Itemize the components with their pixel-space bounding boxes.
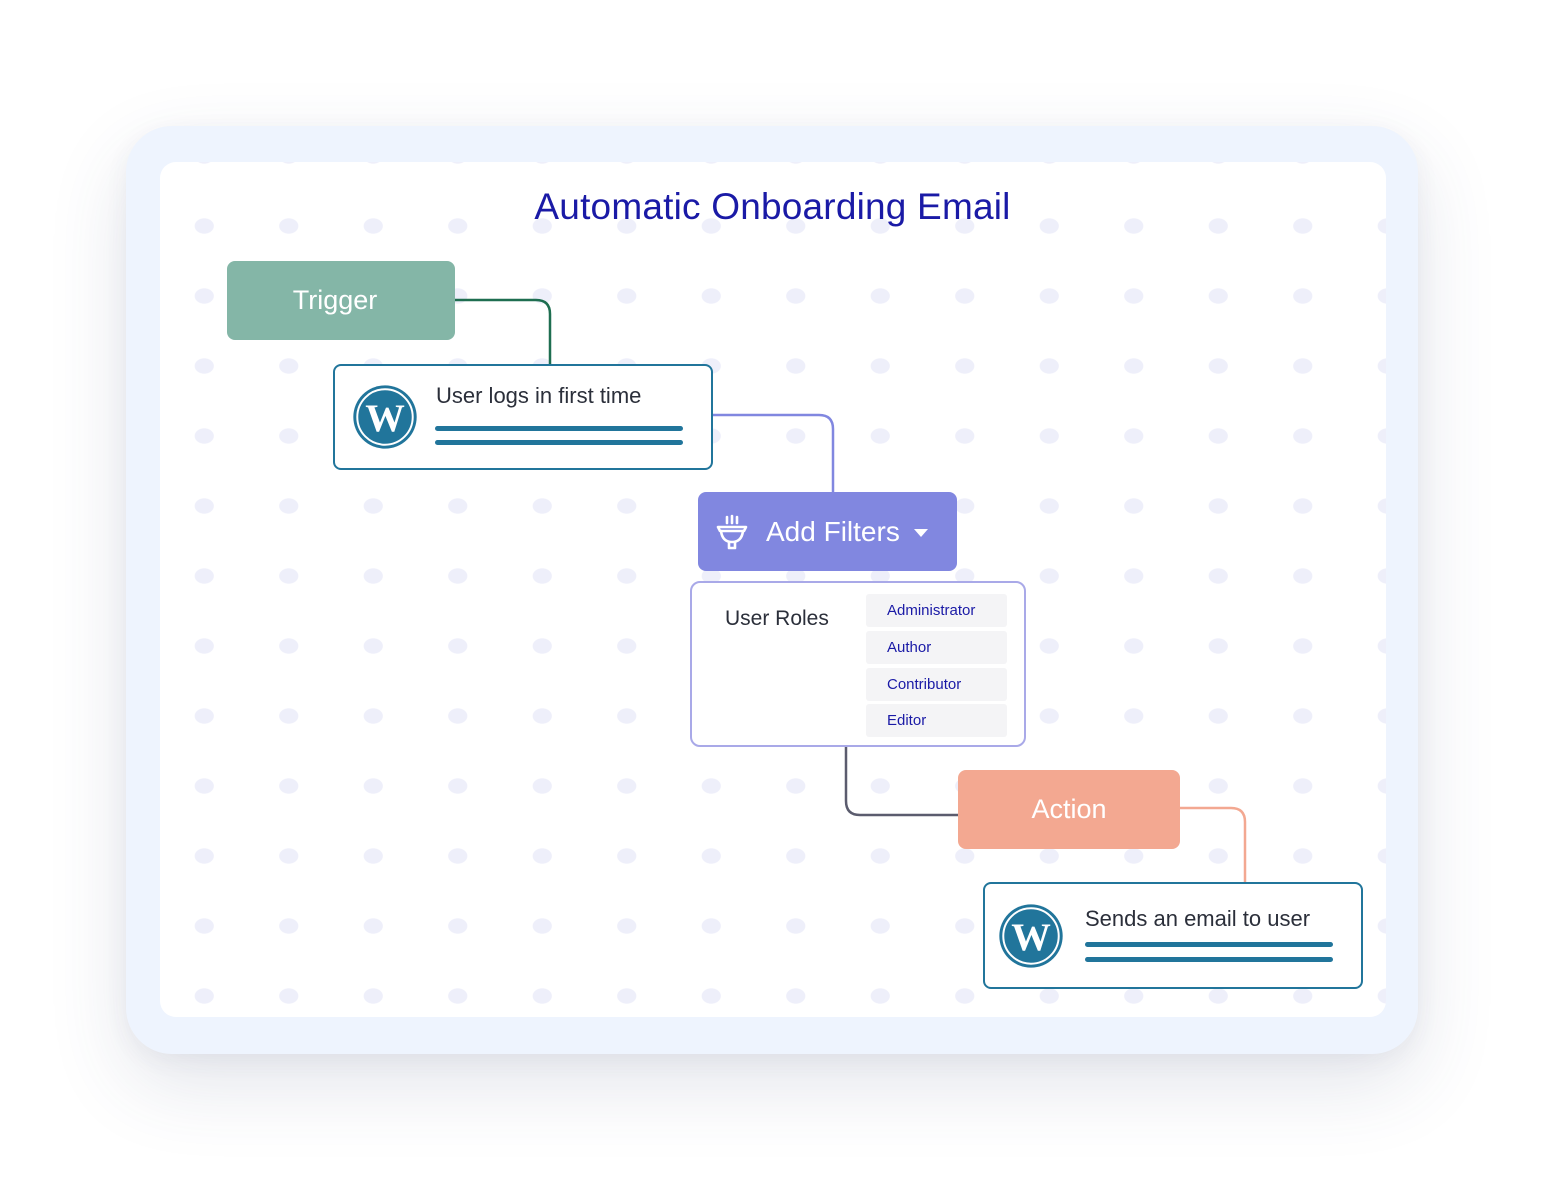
placeholder-line bbox=[435, 440, 683, 445]
diagram-title: Automatic Onboarding Email bbox=[534, 186, 1011, 227]
placeholder-line bbox=[435, 426, 683, 431]
trigger-label: Trigger bbox=[292, 285, 378, 315]
action-label: Action bbox=[1031, 794, 1107, 824]
placeholder-line bbox=[1085, 942, 1333, 947]
placeholder-line bbox=[1085, 957, 1333, 962]
add-filters-label: Add Filters bbox=[766, 515, 900, 547]
trigger-step-card[interactable]: W User logs in first time bbox=[333, 364, 713, 470]
trigger-step-label: User logs in first time bbox=[436, 383, 642, 408]
user-roles-label: User Roles bbox=[725, 607, 829, 630]
trigger-connector bbox=[455, 298, 552, 364]
user-roles-panel: User Roles Administrator Author Contribu… bbox=[690, 581, 1026, 747]
svg-text:W: W bbox=[365, 396, 405, 440]
action-node[interactable]: Action bbox=[958, 770, 1180, 849]
action-step-card[interactable]: W Sends an email to user bbox=[983, 882, 1363, 989]
filter-connector bbox=[713, 413, 835, 492]
role-option-contributor[interactable]: Contributor bbox=[866, 668, 1007, 701]
role-option-editor[interactable]: Editor bbox=[866, 704, 1007, 737]
funnel-icon bbox=[716, 514, 748, 549]
add-filters-button[interactable]: Add Filters bbox=[698, 492, 957, 571]
trigger-node[interactable]: Trigger bbox=[227, 261, 455, 340]
wordpress-icon: W bbox=[353, 385, 417, 449]
action-step-label: Sends an email to user bbox=[1085, 906, 1311, 931]
role-option-administrator[interactable]: Administrator bbox=[866, 594, 1007, 627]
wordpress-icon: W bbox=[999, 904, 1063, 968]
role-option-author[interactable]: Author bbox=[866, 631, 1007, 664]
chevron-down-icon bbox=[913, 529, 928, 537]
action-connector bbox=[1180, 806, 1247, 882]
roles-connector bbox=[844, 747, 958, 817]
svg-text:W: W bbox=[1011, 915, 1051, 959]
